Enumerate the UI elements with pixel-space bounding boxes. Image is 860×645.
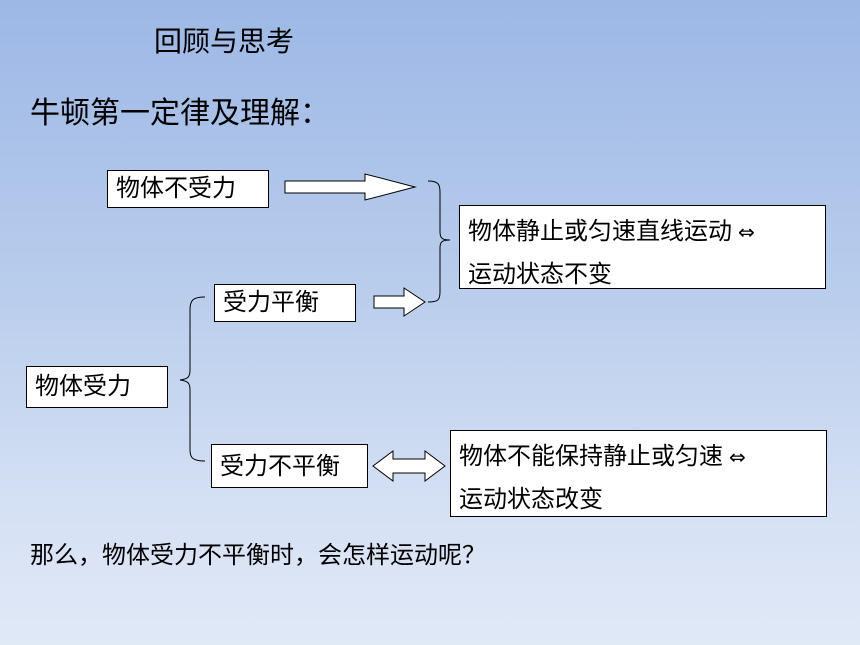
right-brace bbox=[427, 180, 451, 303]
arrow-no-force bbox=[284, 173, 417, 201]
force-label: 物体受力 bbox=[35, 372, 131, 400]
result-change-line1-row: 物体不能保持静止或匀速⇔ bbox=[459, 435, 816, 478]
balanced-label: 受力平衡 bbox=[223, 288, 319, 316]
equivalence-icon: ⇔ bbox=[729, 445, 746, 469]
force-box: 物体受力 bbox=[26, 366, 168, 408]
result-static-line1-row: 物体静止或匀速直线运动⇔ bbox=[468, 210, 815, 253]
unbalanced-label: 受力不平衡 bbox=[220, 452, 340, 480]
result-change-line2: 运动状态改变 bbox=[459, 485, 603, 513]
balanced-box: 受力平衡 bbox=[214, 284, 356, 322]
result-static-line1: 物体静止或匀速直线运动 bbox=[468, 217, 732, 245]
result-static-line2: 运动状态不变 bbox=[468, 260, 612, 288]
result-static-box: 物体静止或匀速直线运动⇔ 运动状态不变 bbox=[459, 205, 826, 289]
slide-title: 回顾与思考 bbox=[154, 25, 295, 58]
double-arrow-unbalanced bbox=[372, 450, 446, 482]
equivalence-icon: ⇔ bbox=[738, 220, 755, 244]
no-force-label: 物体不受力 bbox=[116, 174, 236, 202]
slide-subtitle: 牛顿第一定律及理解： bbox=[30, 96, 330, 131]
arrow-balanced bbox=[373, 287, 426, 317]
question-text: 那么，物体受力不平衡时，会怎样运动呢？ bbox=[30, 541, 486, 569]
left-brace bbox=[179, 296, 206, 462]
unbalanced-box: 受力不平衡 bbox=[211, 444, 368, 488]
result-change-box: 物体不能保持静止或匀速⇔ 运动状态改变 bbox=[450, 430, 827, 517]
no-force-box: 物体不受力 bbox=[107, 170, 269, 208]
result-change-line1: 物体不能保持静止或匀速 bbox=[459, 442, 723, 470]
